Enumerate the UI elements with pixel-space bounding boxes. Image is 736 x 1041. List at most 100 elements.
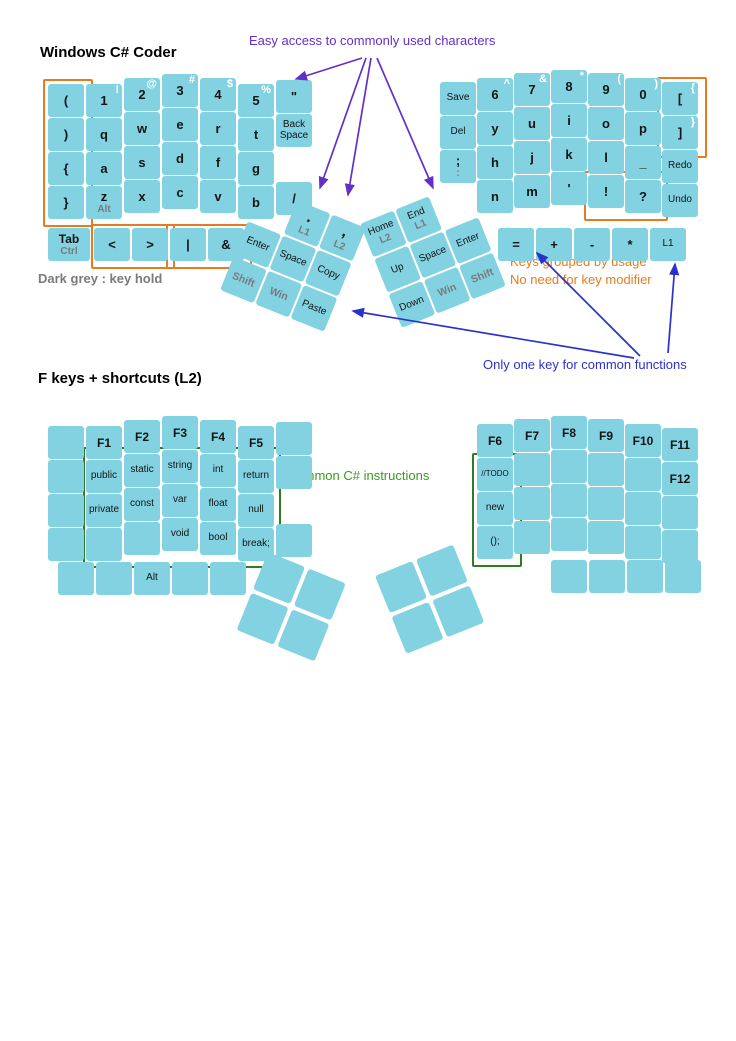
- key-f5: F5: [238, 426, 274, 459]
- key-f9: F9: [588, 419, 624, 452]
- key-asterisk: *: [612, 228, 648, 261]
- key-brace-close: }: [48, 186, 84, 219]
- key-return: return: [238, 460, 274, 493]
- note-no-modifier: No need for key modifier: [510, 272, 652, 287]
- key-6: 6^: [477, 78, 513, 111]
- key-bracket-open: [{: [662, 82, 698, 115]
- key-string: string: [162, 450, 198, 483]
- key-p: p: [625, 112, 661, 145]
- key-const: const: [124, 488, 160, 521]
- key-equals: =: [498, 228, 534, 261]
- key-redo: Redo: [662, 150, 698, 183]
- key-brace-open: {: [48, 152, 84, 185]
- key-blank: [588, 487, 624, 520]
- key-blank: [96, 562, 132, 595]
- note-one-key: Only one key for common functions: [483, 357, 687, 372]
- key-8: 8*: [551, 70, 587, 103]
- key-private: private: [86, 494, 122, 527]
- key-2: 2@: [124, 78, 160, 111]
- key-f1: F1: [86, 426, 122, 459]
- key-blank: [665, 560, 701, 593]
- key-r: r: [200, 112, 236, 145]
- key-blank: [276, 422, 312, 455]
- key-7: 7&: [514, 73, 550, 106]
- key-question: ?: [625, 180, 661, 213]
- key-j: j: [514, 141, 550, 174]
- key-break: break;: [238, 528, 274, 561]
- key-pipe: |: [170, 228, 206, 261]
- key-semicolon: ;:: [440, 150, 476, 183]
- key-plus: +: [536, 228, 572, 261]
- annotation-arrow: [344, 57, 372, 197]
- key-blank: [551, 484, 587, 517]
- key-public: public: [86, 460, 122, 493]
- key-greater-than: >: [132, 228, 168, 261]
- key-v: v: [200, 180, 236, 213]
- key-quote: ": [276, 80, 312, 113]
- key-minus: -: [574, 228, 610, 261]
- key-f6: F6: [477, 424, 513, 457]
- key-blank: [276, 456, 312, 489]
- key-back-space: Back Space: [276, 114, 312, 147]
- key-null: null: [238, 494, 274, 527]
- key-blank: [551, 518, 587, 551]
- key-del: Del: [440, 116, 476, 149]
- key-k: k: [551, 138, 587, 171]
- key-paren-close: ): [48, 118, 84, 151]
- key-bool: bool: [200, 522, 236, 555]
- annotation-arrow: [376, 57, 434, 190]
- key-blank: [514, 487, 550, 520]
- key-blank: [210, 562, 246, 595]
- key-m: m: [514, 175, 550, 208]
- key-4: 4$: [200, 78, 236, 111]
- annotation-arrow: [351, 307, 635, 359]
- key-blank: [48, 528, 84, 561]
- key-blank: [58, 562, 94, 595]
- key-f10: F10: [625, 424, 661, 457]
- key-blank: [48, 460, 84, 493]
- key-blank: [551, 450, 587, 483]
- key-paren-open: (: [48, 84, 84, 117]
- key-var: var: [162, 484, 198, 517]
- key-undo: Undo: [662, 184, 698, 217]
- key-f3: F3: [162, 416, 198, 449]
- key-f4: F4: [200, 420, 236, 453]
- key-blank: [662, 496, 698, 529]
- key-0: 0): [625, 78, 661, 111]
- key-blank: [276, 524, 312, 557]
- key-blank: [625, 458, 661, 491]
- key-bracket-close: ]}: [662, 116, 698, 149]
- key-e: e: [162, 108, 198, 141]
- key-f: f: [200, 146, 236, 179]
- key-1: 1!: [86, 84, 122, 117]
- key-g: g: [238, 152, 274, 185]
- key-blank: [589, 560, 625, 593]
- key-less-than: <: [94, 228, 130, 261]
- key-f2: F2: [124, 420, 160, 453]
- note-easy-access: Easy access to commonly used characters: [249, 33, 496, 48]
- key-blank: [514, 521, 550, 554]
- key-w: w: [124, 112, 160, 145]
- page-title: Windows C# Coder: [40, 44, 177, 61]
- key-blank: [551, 560, 587, 593]
- key-t: t: [238, 118, 274, 151]
- key-blank: [86, 528, 122, 561]
- key-h: h: [477, 146, 513, 179]
- key-void: void: [162, 518, 198, 551]
- annotation-arrow: [294, 57, 363, 81]
- key-blank: [588, 521, 624, 554]
- key-underscore: _: [625, 146, 661, 179]
- section-title-l2: F keys + shortcuts (L2): [38, 370, 202, 387]
- key-blank: [514, 453, 550, 486]
- key-l1: L1: [650, 228, 686, 261]
- key-blank: [627, 560, 663, 593]
- key-c: c: [162, 176, 198, 209]
- key-s: s: [124, 146, 160, 179]
- key-float: float: [200, 488, 236, 521]
- key-f12: F12: [662, 462, 698, 495]
- key-int: int: [200, 454, 236, 487]
- key-n: n: [477, 180, 513, 213]
